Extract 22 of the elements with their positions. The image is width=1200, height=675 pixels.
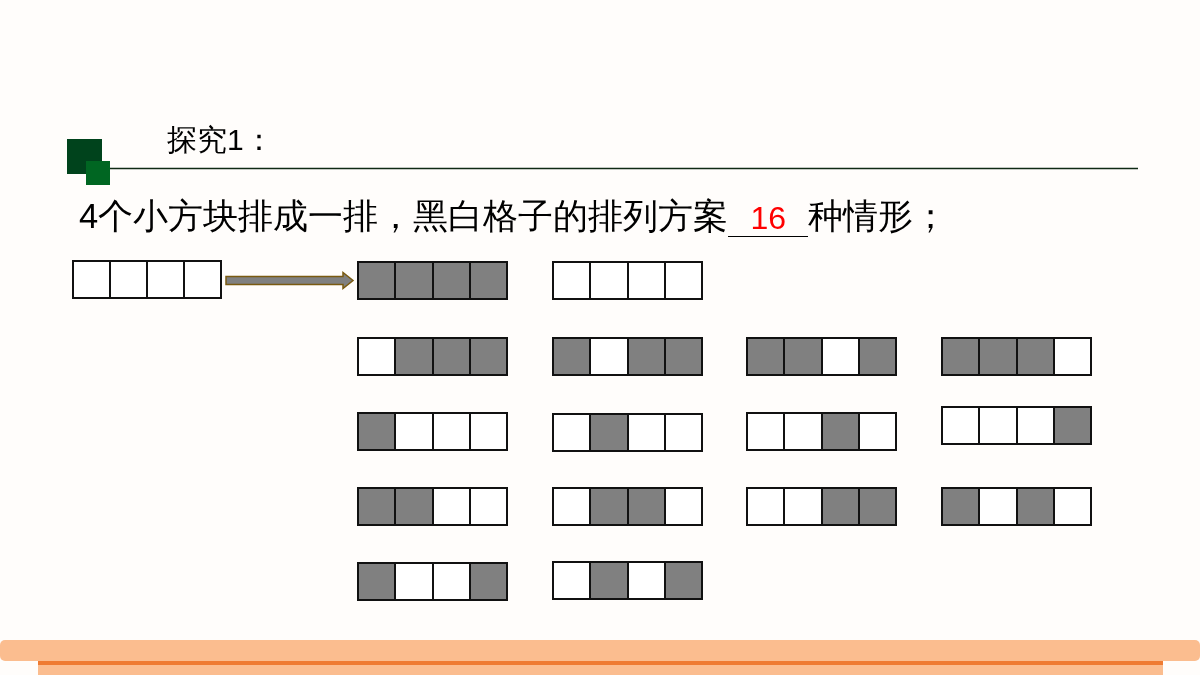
fill-in-line: 16: [728, 200, 809, 237]
square-strip: [552, 261, 703, 300]
square-strip: [941, 406, 1092, 445]
square-strip: [746, 337, 897, 376]
square-strip: [357, 412, 508, 451]
square-strip: [357, 562, 508, 601]
sentence-text: 种情形；: [808, 197, 949, 235]
square-strip: [357, 261, 508, 300]
square-strip: [552, 337, 703, 376]
square-strip: [746, 412, 897, 451]
square-strip: [746, 487, 897, 526]
square-strip: [72, 260, 222, 299]
square-strip: [357, 487, 508, 526]
square-strip: [552, 413, 703, 452]
square-strip: [941, 337, 1092, 376]
square-strip: [552, 487, 703, 526]
square-strip: [552, 561, 703, 600]
square-strip: [941, 487, 1092, 526]
arrow: [225, 270, 355, 291]
sentence-text: 4个小方块排成一排，黑白格子的排列方案: [79, 197, 729, 235]
heading: 探究1：: [167, 122, 274, 158]
square-strip: [357, 337, 508, 376]
